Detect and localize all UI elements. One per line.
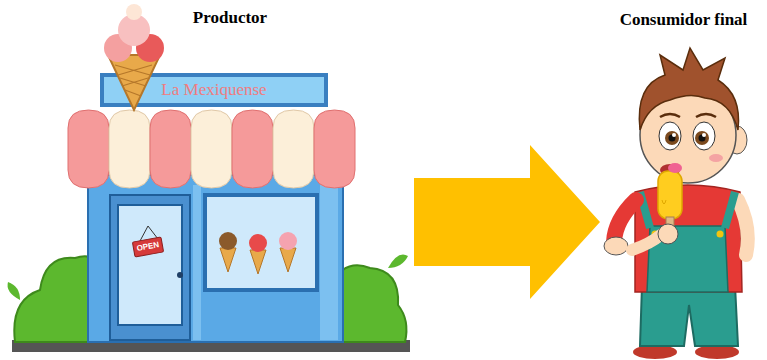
door-glass [118, 205, 182, 325]
shop-window [205, 195, 317, 290]
shop-wall [88, 175, 343, 342]
eye [693, 122, 715, 150]
window-scoop [219, 232, 237, 250]
leaf [8, 282, 21, 300]
hand [658, 224, 678, 244]
shop-node: OPEN Productor La Mexiquense [0, 0, 414, 355]
window-cone [250, 250, 266, 274]
window-cone [280, 248, 296, 272]
arm [632, 234, 662, 250]
iris [665, 131, 679, 145]
popsicle [658, 171, 682, 219]
cone [108, 55, 160, 110]
open-sign: OPEN [132, 237, 164, 258]
door-handle [177, 272, 183, 278]
awning-stripe [314, 110, 355, 188]
node-heading: Productor [165, 8, 295, 28]
sign-string [140, 226, 158, 241]
popsicle-drip [662, 200, 666, 204]
hair [639, 48, 738, 130]
node-heading: Consumidor final [600, 10, 767, 30]
awning-stripe [273, 110, 314, 188]
cheek [709, 154, 723, 162]
scoop-top [126, 4, 142, 20]
window-cone [220, 248, 236, 272]
shop-name: La Mexiquense [104, 79, 324, 101]
window-scoop [279, 232, 297, 250]
block-arrow [414, 145, 600, 299]
iris [695, 131, 709, 145]
overall-legs [640, 285, 738, 346]
eye [659, 122, 681, 150]
cone-pattern [115, 65, 152, 96]
shop-door [110, 195, 190, 340]
wall-stripe [320, 185, 338, 340]
hand [604, 237, 628, 255]
shoe [633, 345, 677, 359]
button [717, 231, 724, 238]
shoe [695, 345, 739, 359]
window-scoop [249, 234, 267, 252]
wall-stripe [193, 185, 201, 340]
leaf [388, 255, 408, 269]
awning-stripe [191, 110, 232, 188]
arm [738, 200, 748, 255]
awning-stripe [68, 110, 109, 188]
awning-stripe [109, 110, 150, 188]
awning-stripe [232, 110, 273, 188]
awning-stripe [150, 110, 191, 188]
overall-strap [640, 192, 735, 228]
sleeve [614, 200, 636, 242]
sign-text: OPEN [133, 237, 163, 258]
eyebrow [660, 114, 716, 117]
consumer-node: Consumidor final [600, 0, 767, 360]
eye-shine [702, 133, 706, 137]
eye-shine [672, 133, 676, 137]
tongue [668, 163, 682, 173]
